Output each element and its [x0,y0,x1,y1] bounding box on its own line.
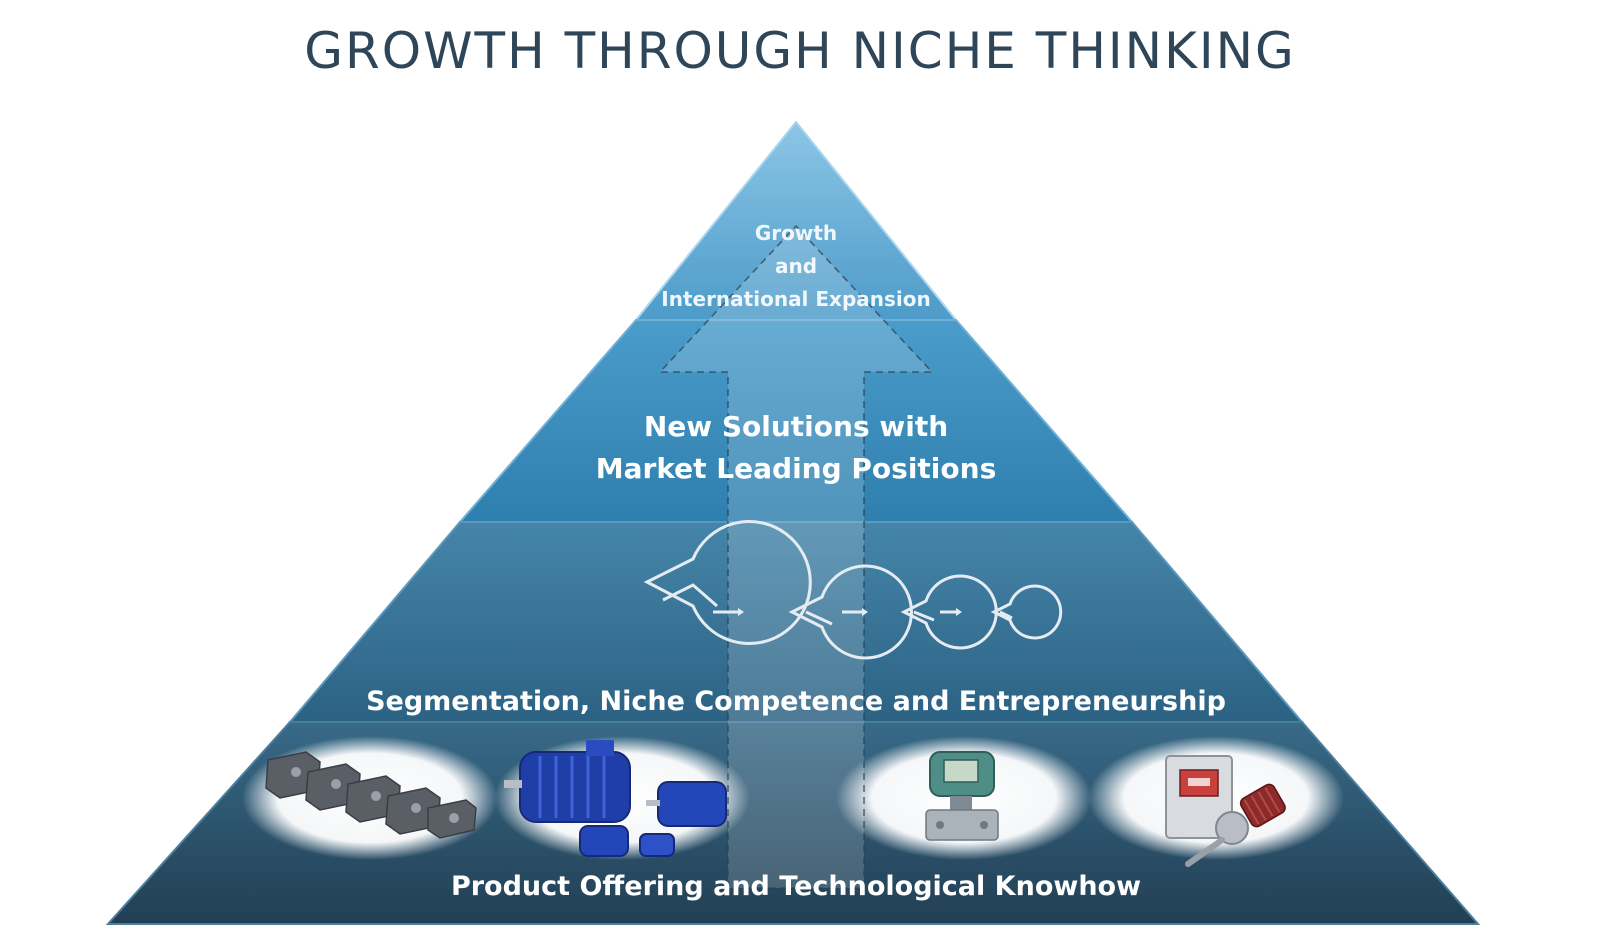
pressure-transmitter-icon [925,751,999,841]
tier-base-label: Product Offering and Technological Knowh… [451,871,1141,902]
tier-top-line-3: International Expansion [661,287,930,311]
tier-top-line-2: and [775,254,817,278]
chain-icon [265,751,477,839]
tier-upper-line-1: New Solutions with [644,410,948,443]
growth-arrow [658,224,934,889]
pie-chart-icon [788,564,913,660]
tier-top-line-1: Growth [755,221,837,245]
gas-analyzer-icon [1165,755,1286,867]
tier-upper-line-2: Market Leading Positions [596,452,997,485]
page-title: GROWTH THROUGH NICHE THINKING [304,22,1296,80]
electric-motor-icon [504,740,727,857]
pie-chart-icon [990,584,1063,640]
segmentation-icons [643,520,1063,660]
tier-middle-label: Segmentation, Niche Competence and Entre… [366,686,1226,717]
pie-chart-icon [643,520,812,645]
